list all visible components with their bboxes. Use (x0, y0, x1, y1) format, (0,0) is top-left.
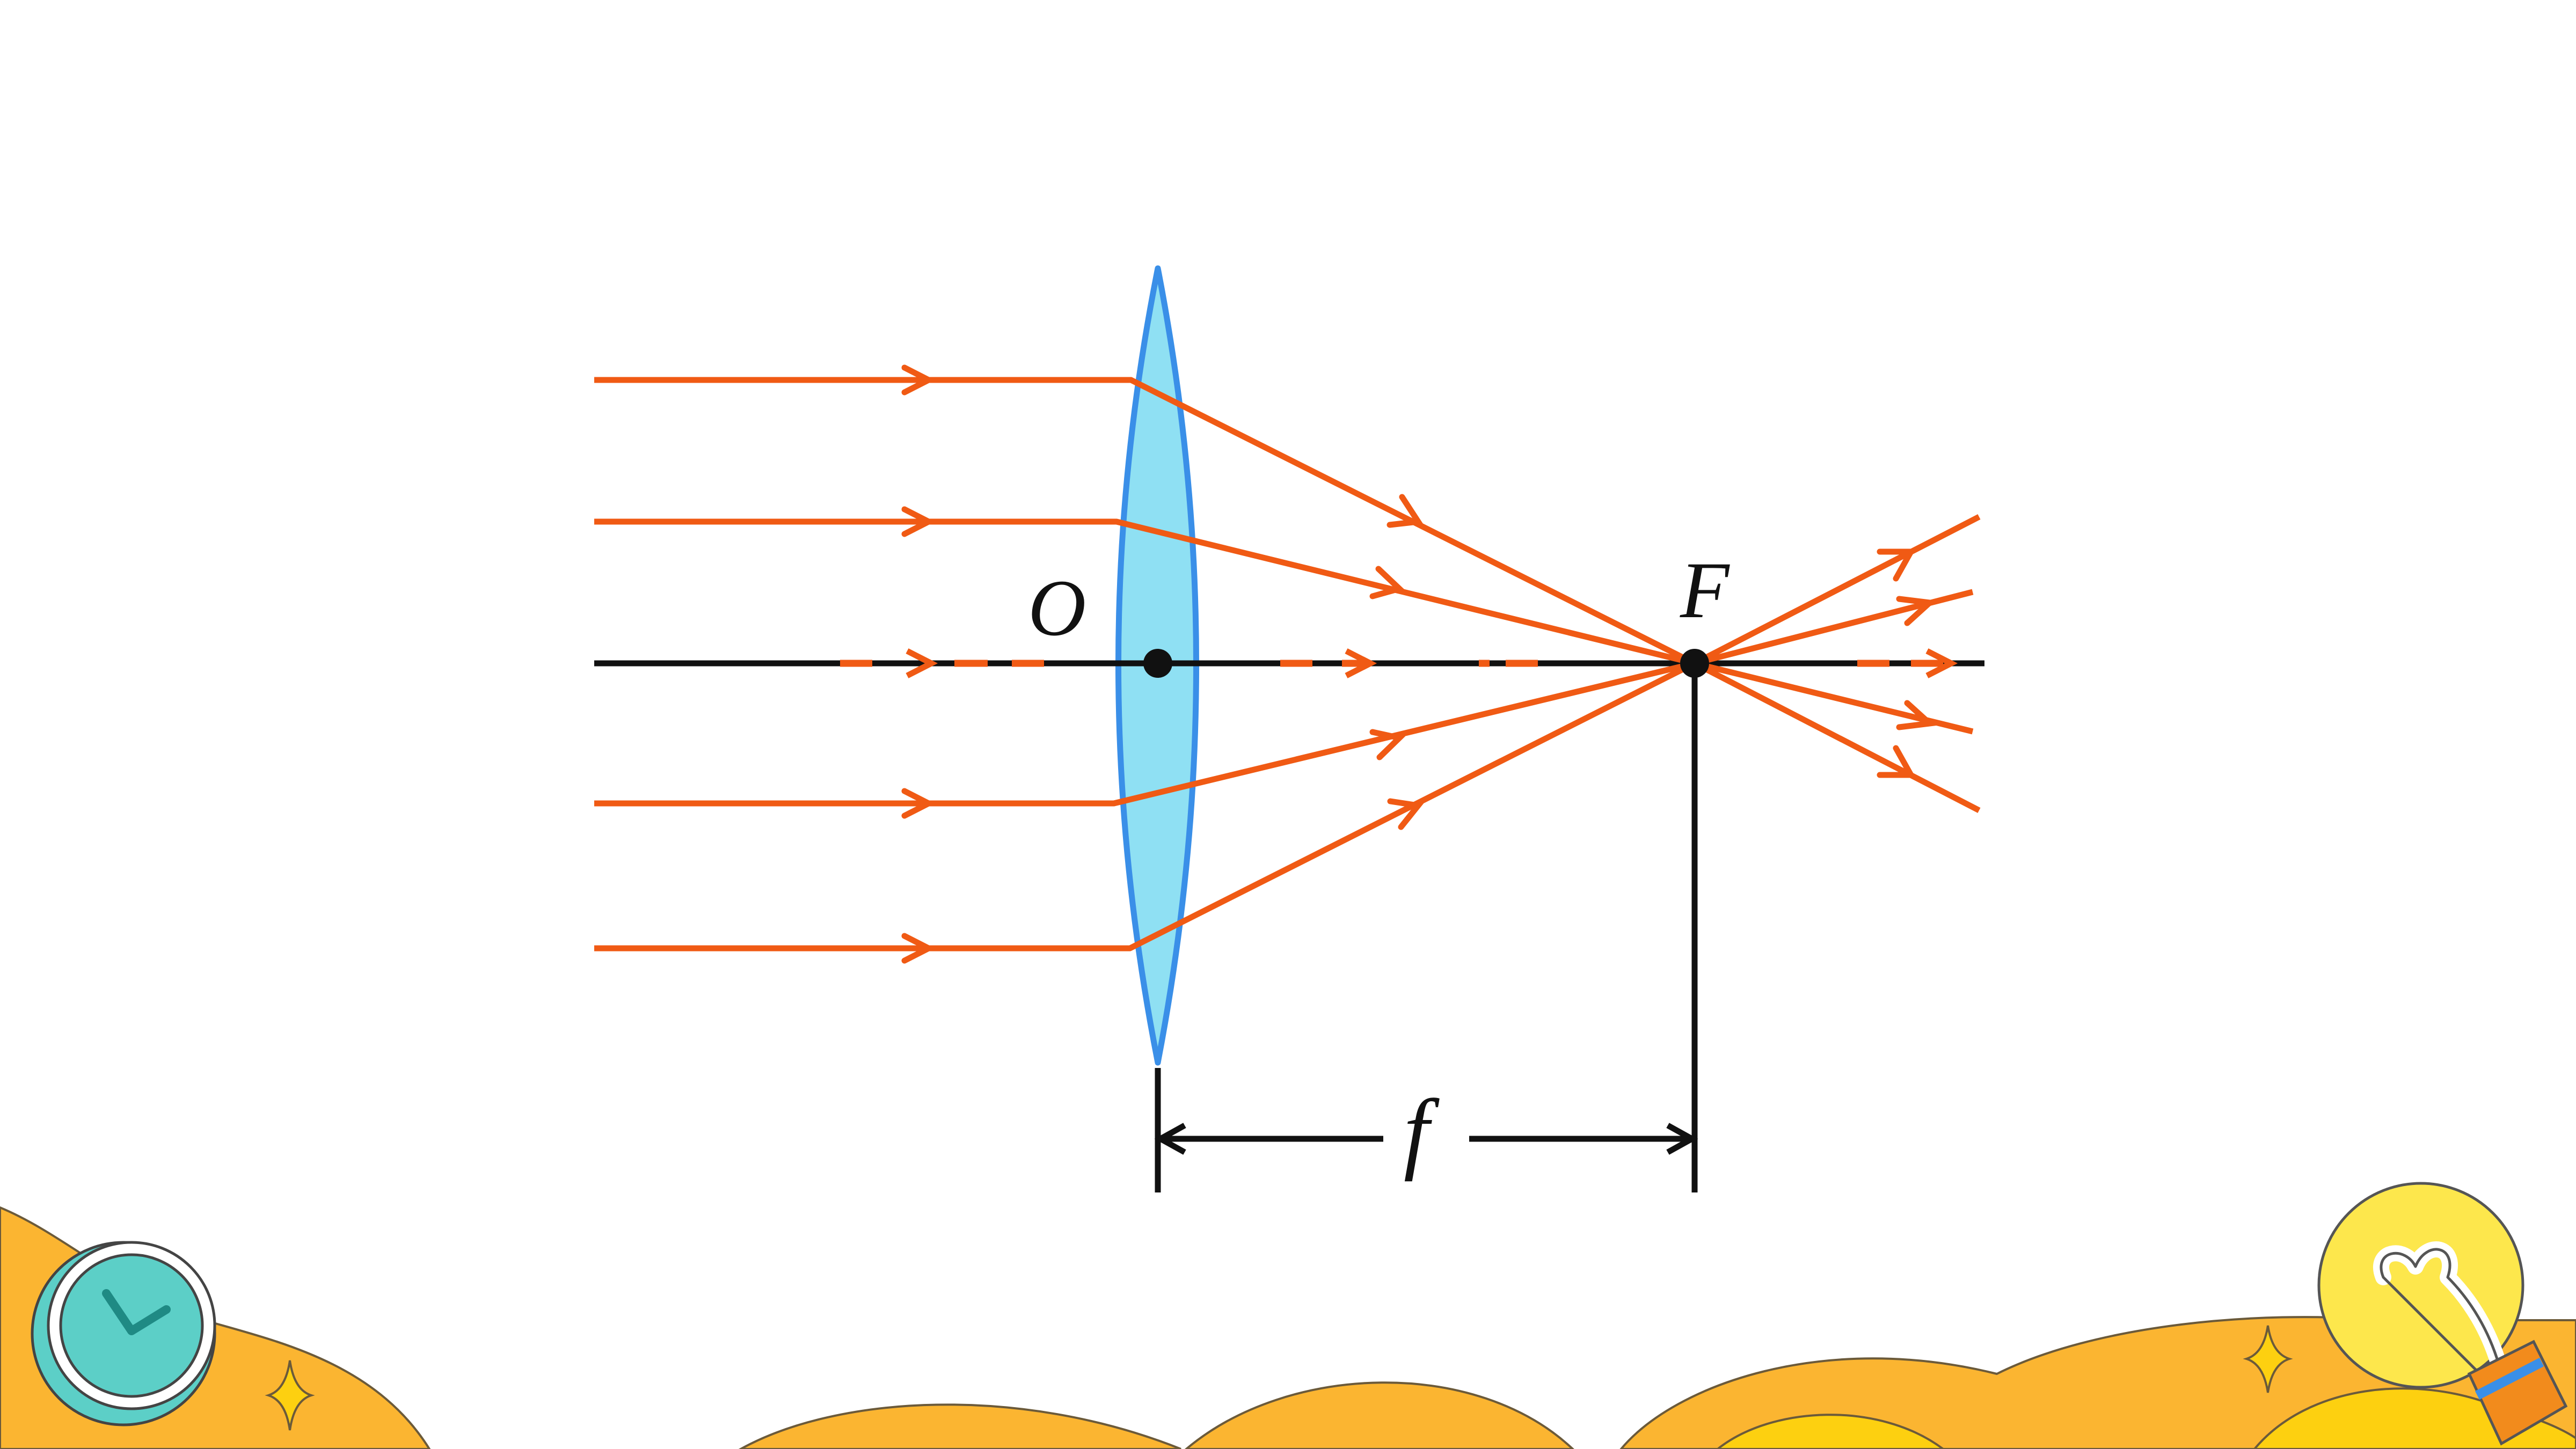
ray-arrowheads (901, 364, 1937, 964)
deco-hill-right-yellow-2 (1716, 1414, 1945, 1449)
ray-2 (594, 518, 1974, 667)
focal-point-label: F (1680, 546, 1730, 635)
axis-ray-arrows (906, 648, 1958, 678)
ray-3 (594, 660, 1974, 807)
clock-icon (31, 1241, 216, 1426)
sparkle-icon (2243, 1325, 2293, 1393)
focal-length-label: f (1404, 1081, 1440, 1182)
deco-hill-mid-2 (1184, 1381, 1574, 1449)
optical-center-point (1143, 649, 1172, 678)
bottom-decoration (0, 1182, 2576, 1449)
deco-hill-mid-1 (738, 1403, 1181, 1449)
optical-center-label: O (1028, 564, 1086, 653)
lightbulb-icon (2317, 1182, 2568, 1446)
sparkle-icon (265, 1360, 315, 1431)
focal-length-dimension (1154, 663, 1698, 1192)
